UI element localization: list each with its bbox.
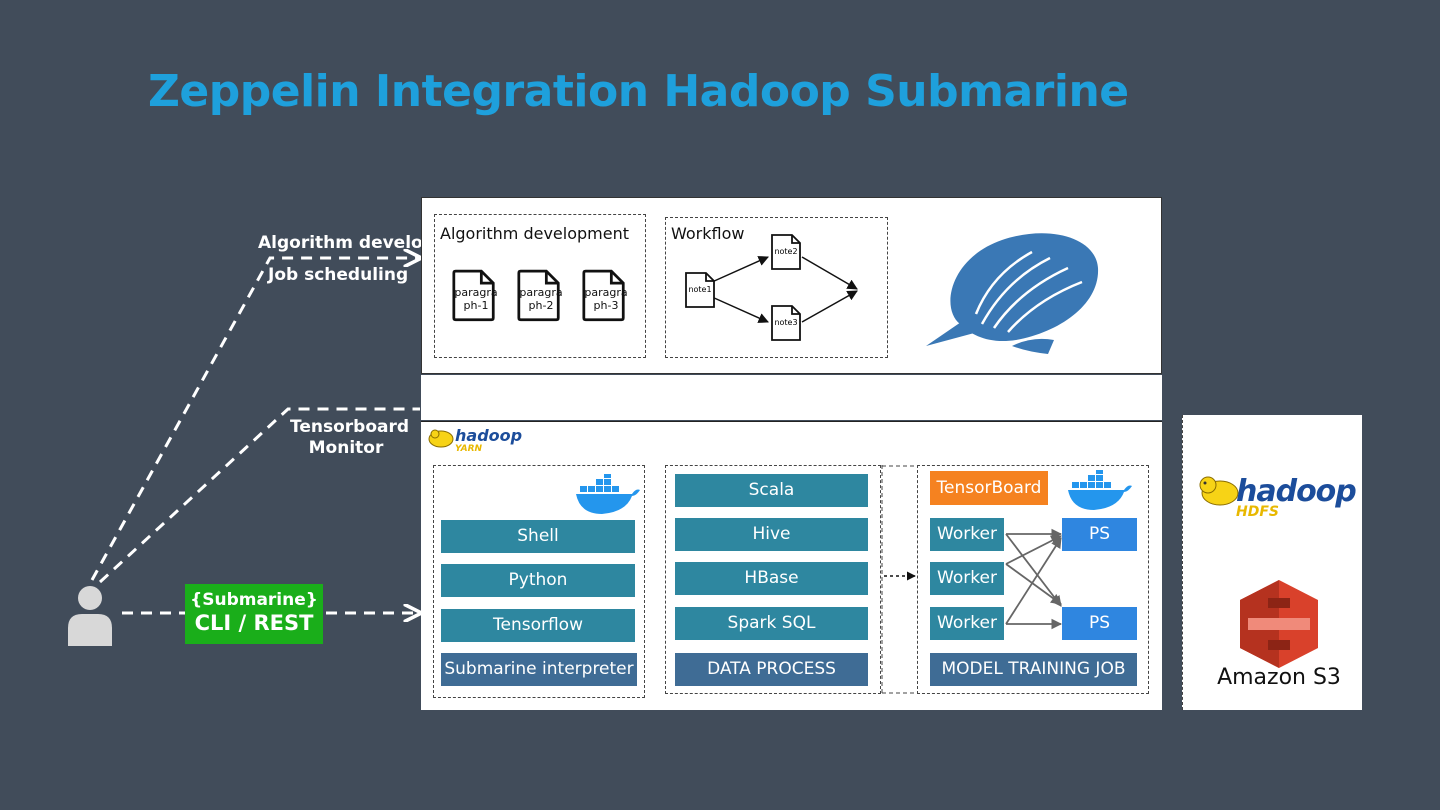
- note1-label: note1: [688, 285, 712, 294]
- worker-item-1: Worker: [930, 518, 1004, 551]
- spark-sql-item: Spark SQL: [675, 607, 868, 640]
- note3-icon: [771, 305, 801, 341]
- paragraph-1-label-b: ph-1: [463, 299, 489, 312]
- paragraph-3-label-a: paragra: [584, 286, 628, 299]
- note1-icon: [685, 272, 715, 308]
- algorithm-dashed-line: [90, 258, 418, 581]
- submarine-badge-line2: CLI / REST: [194, 611, 314, 635]
- user-icon: [68, 586, 112, 646]
- worker-ps-connections: [1005, 528, 1063, 630]
- paragraph-1-label-a: paragra: [454, 286, 498, 299]
- job-scheduling-label: Job scheduling: [268, 265, 409, 285]
- zeppelin-logo-icon: [926, 233, 1099, 354]
- workflow-box: [665, 217, 888, 358]
- separator-strip: [421, 375, 1162, 420]
- note3-label: note3: [774, 318, 798, 327]
- yarn-logo-text: hadoop: [455, 426, 523, 445]
- hdfs-logo-sub: HDFS: [1236, 504, 1279, 520]
- shell-item: Shell: [441, 520, 635, 553]
- model-training-box: [917, 465, 1149, 694]
- submarine-interpreter-item: Submarine interpreter: [441, 653, 637, 686]
- tensorboard-label: Tensorboard: [290, 417, 410, 437]
- data-process-box: [665, 465, 881, 694]
- page-title: Zeppelin Integration Hadoop Submarine: [148, 66, 1129, 117]
- amazon-s3-icon: [1240, 580, 1318, 668]
- tensorboard-dashed-line: [98, 407, 420, 584]
- workflow-title: Workflow: [671, 224, 745, 243]
- scala-item: Scala: [675, 474, 868, 507]
- worker-item-3: Worker: [930, 607, 1004, 640]
- hive-item: Hive: [675, 518, 868, 551]
- paragraph-2-label-b: ph-2: [528, 299, 554, 312]
- process-to-training-arrow: [881, 465, 917, 694]
- docker-whale-icon-2: [1068, 470, 1132, 510]
- paragraph-3-label-b: ph-3: [593, 299, 619, 312]
- paragraph-3-icon: [582, 269, 625, 322]
- algorithm-development-box: [434, 214, 646, 358]
- docker-whale-icon: [576, 474, 640, 514]
- python-item: Python: [441, 564, 635, 597]
- submarine-badge-line1: {Submarine}: [190, 590, 318, 610]
- hbase-item: HBase: [675, 562, 868, 595]
- note2-label: note2: [774, 247, 798, 256]
- algorithm-develop-label: Algorithm develop: [258, 233, 435, 253]
- yarn-logo-sub: YARN: [455, 444, 483, 454]
- hadoop-yarn-logo-icon: [428, 429, 454, 448]
- tensorflow-item: Tensorflow: [441, 609, 635, 642]
- note2-icon: [771, 234, 801, 270]
- workflow-arrows: [711, 256, 858, 323]
- submarine-cli-badge: {Submarine} CLI / REST: [185, 584, 323, 644]
- monitor-label: Monitor: [308, 438, 384, 458]
- data-process-label: DATA PROCESS: [675, 653, 868, 686]
- model-training-job-label: MODEL TRAINING JOB: [930, 653, 1137, 686]
- ps-item-1: PS: [1062, 518, 1137, 551]
- amazon-s3-label: Amazon S3: [1217, 665, 1341, 690]
- interpreter-box: [433, 465, 645, 698]
- paragraph-2-icon: [517, 269, 560, 322]
- paragraph-1-icon: [452, 269, 495, 322]
- ps-item-2: PS: [1062, 607, 1137, 640]
- tensorboard-item: TensorBoard: [930, 471, 1048, 505]
- hdfs-logo-text: hadoop: [1236, 474, 1357, 509]
- algorithm-development-title: Algorithm development: [440, 224, 629, 243]
- paragraph-2-label-a: paragra: [519, 286, 563, 299]
- hadoop-hdfs-logo-icon: [1199, 476, 1239, 506]
- worker-item-2: Worker: [930, 562, 1004, 595]
